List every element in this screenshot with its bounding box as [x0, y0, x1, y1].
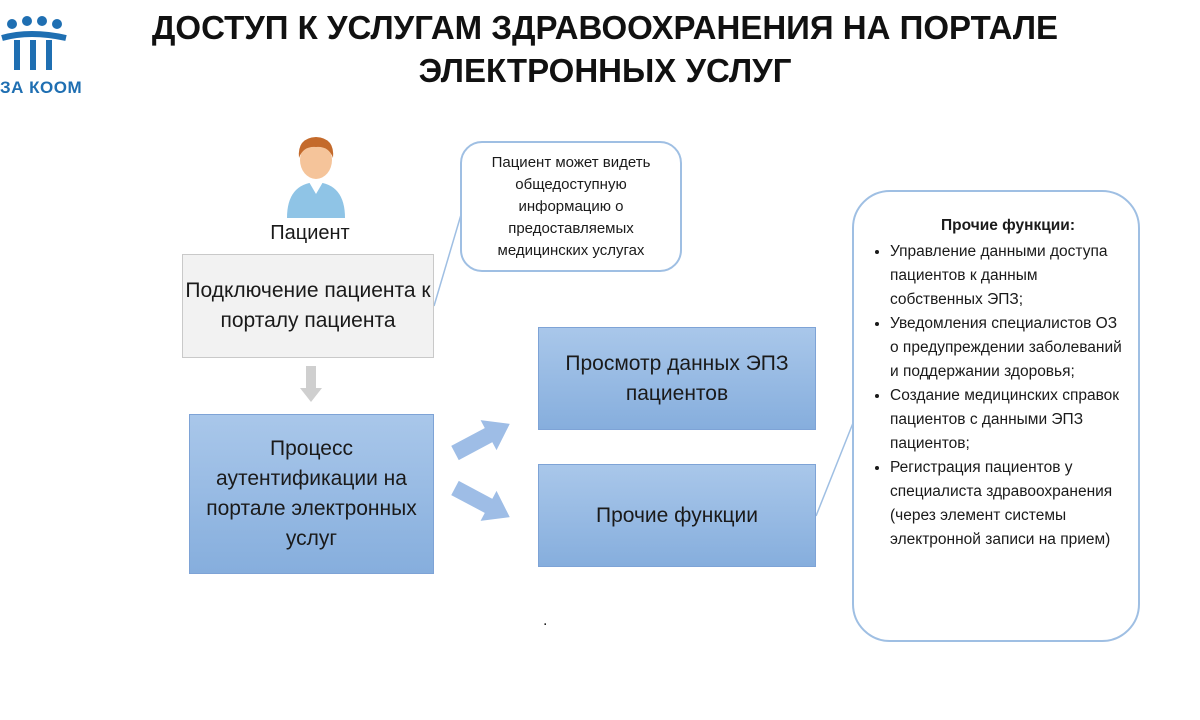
other-functions-callout-title: Прочие функции: — [941, 217, 1075, 234]
logo-icon — [1, 16, 67, 70]
other-functions-list: Управление данными доступа пациентов к д… — [872, 240, 1124, 552]
public-info-text: Пациент может видеть общедоступную инфор… — [491, 153, 651, 259]
list-item: Управление данными доступа пациентов к д… — [890, 240, 1124, 312]
arrow-to-view — [451, 420, 510, 461]
authentication-label: Процесс аутентификации на портале электр… — [206, 437, 417, 550]
view-ehr-label: Просмотр данных ЭПЗ пациентов — [565, 351, 789, 405]
view-ehr-box: Просмотр данных ЭПЗ пациентов — [538, 327, 816, 430]
logo-text: ЗА КООМ — [0, 78, 83, 97]
patient-label: Пациент — [270, 222, 350, 244]
public-info-callout: Пациент может видеть общедоступную инфор… — [460, 141, 682, 272]
authentication-box: Процесс аутентификации на портале электр… — [189, 414, 434, 574]
list-item: Уведомления специалистов ОЗ о предупрежд… — [890, 312, 1124, 384]
list-item: Создание медицинских справок пациентов с… — [890, 384, 1124, 456]
patient-icon — [287, 137, 345, 218]
list-item: Регистрация пациентов у специалиста здра… — [890, 456, 1124, 552]
other-functions-box: Прочие функции — [538, 464, 816, 567]
callout-right-pointer — [815, 417, 856, 517]
arrow-to-other — [451, 480, 510, 521]
connect-portal-label: Подключение пациента к порталу пациента — [185, 279, 431, 332]
callout-top-pointer — [433, 207, 464, 307]
stray-mark: . — [543, 612, 548, 629]
other-functions-label: Прочие функции — [596, 503, 758, 527]
other-functions-callout: Прочие функции: Управление данными досту… — [852, 190, 1140, 642]
page-title: ДОСТУП К УСЛУГАМ ЗДРАВООХРАНЕНИЯ НА ПОРТ… — [151, 9, 1059, 89]
connect-portal-box: Подключение пациента к порталу пациента — [182, 254, 434, 358]
down-arrow — [300, 366, 322, 402]
